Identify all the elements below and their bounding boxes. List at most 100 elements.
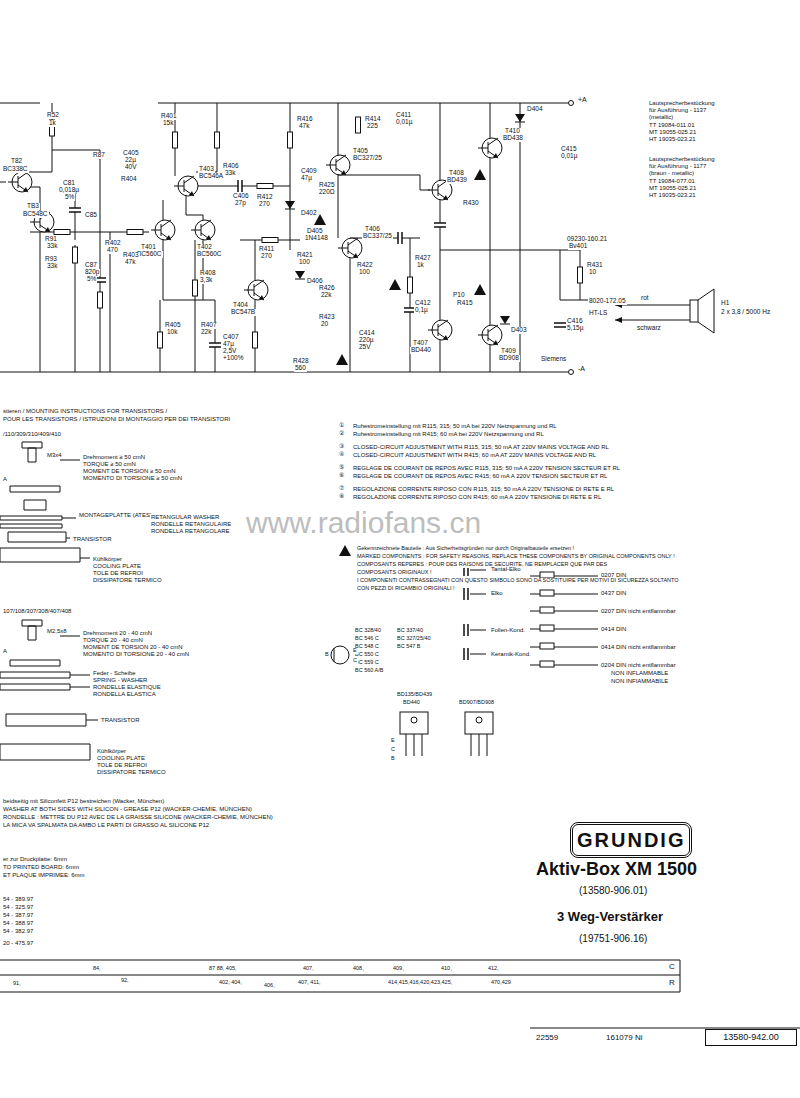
- part-label: 47k: [124, 259, 136, 266]
- part-label: T409: [500, 348, 517, 355]
- part-label: R406: [222, 163, 240, 170]
- part-label: schwarz: [636, 325, 662, 332]
- part-label: 0,018µ: [58, 187, 80, 194]
- part-label: 820p: [84, 269, 100, 276]
- parts-list: Lautsprecherbestückung: [648, 156, 716, 162]
- logo-box: GRUNDIG: [570, 822, 692, 858]
- parts-list: für Ausführung - 1177: [648, 163, 707, 169]
- part-label: R428: [292, 358, 310, 365]
- part-label: R87: [92, 152, 106, 159]
- adjustment-note: CLOSED-CIRCUIT ADJUSTMENT WITH R115, 315…: [352, 444, 610, 450]
- adjustment-note: REGLAGE DE COURANT DE REPOS AVEC R415; 6…: [352, 473, 608, 479]
- part-label: 27p: [234, 200, 247, 207]
- part-label: T404: [232, 302, 249, 309]
- mounting-note: POUR LES TRANSISTORS / ISTRUZIONI DI MON…: [2, 416, 231, 422]
- capacitor-legend: 0207 DIN: [600, 572, 627, 578]
- parts-list: Lautsprecherbestückung: [648, 100, 716, 106]
- mounting-note: Drehmoment 20 - 40 cmN: [82, 630, 153, 636]
- mounting-note: DISSIPATORE TERMICO: [92, 577, 163, 583]
- part-label: 1k: [416, 262, 425, 269]
- part-label: R91: [44, 236, 58, 243]
- part-label: 100: [298, 259, 311, 266]
- mounting-note: MOMENTO DI TORSIONE ≥ 50 cmN: [82, 475, 183, 481]
- part-label: R425: [318, 182, 336, 189]
- parts-list: MT 19055-025.21: [648, 129, 697, 135]
- grid-number: 87 88, 405,: [208, 966, 238, 972]
- part-label: 10: [588, 269, 597, 276]
- part-label: R403: [122, 252, 140, 259]
- adjustment-note: Ruhestromeinstellung mit R115, 315; 50 m…: [352, 423, 558, 429]
- mounting-note: MOMENT DE TORSION 20 - 40 cmN: [82, 644, 184, 650]
- pin-label: BC 337/40: [396, 628, 424, 634]
- part-label: 8020-172.05: [588, 298, 627, 305]
- mounting-note: MOMENTO DI TORSIONE 20 - 40 cmN: [82, 651, 190, 657]
- part-label: R426: [318, 285, 336, 292]
- grid-number: 84,: [92, 966, 102, 972]
- parts-list: TT 19084-011.01: [648, 122, 695, 128]
- mounting-note: COOLING PLATE: [96, 755, 146, 761]
- pin-label: BC 550 C: [354, 652, 380, 658]
- part-label: 47k: [298, 123, 310, 130]
- part-label: BC547B: [230, 309, 256, 316]
- part-label: 220Ω: [318, 189, 336, 196]
- grid-number: C: [668, 963, 676, 971]
- safety-note: Gekennzeichnete Bauteile : Aus Sicherhei…: [356, 546, 575, 552]
- grid-number: 402, 404,: [218, 980, 243, 986]
- part-label: D404: [526, 106, 544, 113]
- mounting-note: Kühlkörper: [96, 748, 127, 754]
- part-label: BC338C: [2, 166, 29, 173]
- part-label: R411: [258, 246, 275, 253]
- adjustment-note: REGOLAZIONE CORRENTE RIPOSO CON R415; 60…: [352, 494, 602, 500]
- part-label: +A: [577, 96, 588, 103]
- mounting-note: stieren / MOUNTING INSTRUCTIONS FOR TRAN…: [2, 408, 168, 414]
- adjustment-note: ①: [338, 422, 345, 428]
- part-label: 22k: [200, 329, 212, 336]
- mounting-note: SPRING - WASHER: [92, 677, 148, 683]
- part-label: HT-LS: [588, 310, 608, 317]
- part-label: D406: [306, 278, 324, 285]
- part-label: 0,1µ: [414, 307, 429, 314]
- mounting-note: MOMENT DE TORSION ≥ 50 cmN: [82, 468, 177, 474]
- part-label: 33k: [46, 243, 58, 250]
- mounting-note: Kühlkörper: [92, 556, 123, 562]
- part-label: BC560C: [136, 251, 163, 258]
- mounting-note: DISSIPATORE TERMICO: [96, 769, 167, 775]
- part-label: R430: [462, 200, 480, 207]
- part-label: R404: [120, 176, 138, 183]
- mounting-note: M3x4: [46, 452, 63, 458]
- pin-label: BD440: [402, 700, 421, 706]
- part-label: BC337/25: [362, 233, 393, 240]
- drawing-number: 161079 Ni: [605, 1034, 643, 1042]
- mounting-note: RONDELLE RETANGULAIRE: [150, 521, 232, 527]
- capacitor-legend: Tantal-Elko: [490, 566, 522, 572]
- mounting-note: A: [2, 648, 8, 654]
- mounting-note: Drehmoment ≥ 50 cmN: [82, 454, 146, 460]
- pin-label: E: [390, 738, 396, 744]
- title-text: (13580-906.01): [578, 886, 648, 896]
- mounting-note: LA MICA VA SPALMATA DA AMBO LE PARTI DI …: [2, 822, 210, 828]
- mounting-note: /110/309/310/409/410: [2, 431, 62, 437]
- mounting-note: TOLE DE REFROI: [92, 570, 144, 576]
- part-label: BC546A: [198, 173, 224, 180]
- part-label: 3,3k: [199, 277, 213, 284]
- mounting-note: 107/108/307/308/407/408: [2, 608, 72, 614]
- part-label: 225: [366, 123, 379, 130]
- mounting-note: 54 - 325.97: [2, 904, 34, 910]
- grid-number: 412,: [487, 966, 500, 972]
- part-label: R431: [586, 262, 604, 269]
- capacitor-legend: Keramik-Kond.: [490, 651, 532, 657]
- part-label: 25V: [358, 344, 372, 351]
- parts-list: TT 19084-077.01: [648, 178, 696, 184]
- part-label: R412: [256, 194, 274, 201]
- part-label: R93: [44, 256, 58, 263]
- part-label: rot: [640, 295, 650, 302]
- grid-number: 414,415,416,420,423,425,: [387, 980, 453, 986]
- part-label: C81: [62, 180, 76, 187]
- mounting-note: RONDELLA RETANGOLARE: [150, 528, 231, 534]
- pin-label: BC 547 B: [396, 644, 422, 650]
- part-label: Siemens: [540, 356, 567, 363]
- capacitor-legend: 0414 DIN: [600, 626, 627, 632]
- pin-label: B: [324, 652, 330, 658]
- part-label: 470: [106, 247, 119, 254]
- parts-list: für Ausführung - 1137: [648, 107, 707, 113]
